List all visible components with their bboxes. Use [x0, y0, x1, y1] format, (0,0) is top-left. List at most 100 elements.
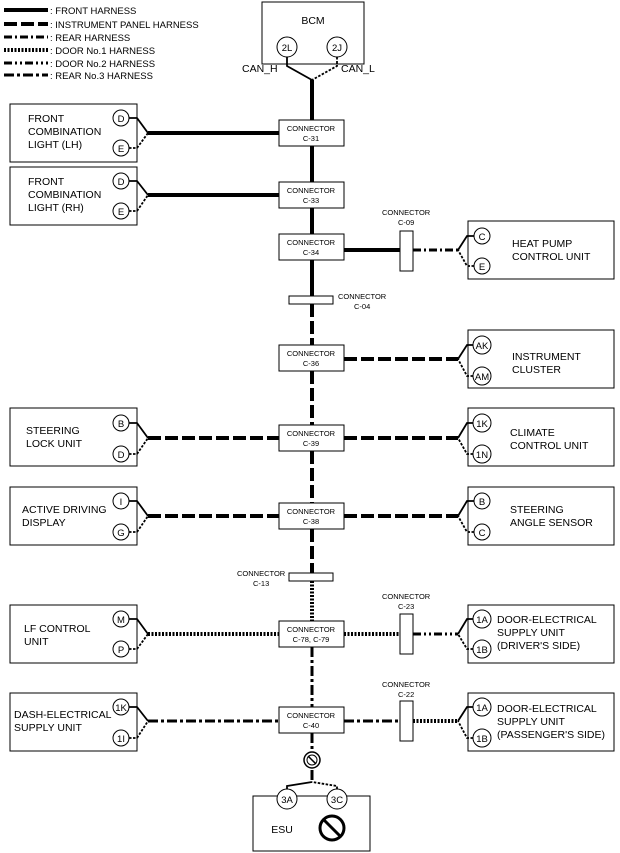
bcm-module: BCM 2L 2J CAN_H CAN_L: [242, 1, 375, 81]
module-door-electrical-supply-unit-driver: DOOR-ELECTRICAL SUPPLY UNIT (DRIVER'S SI…: [344, 604, 615, 664]
twisted-pair-wire: [129, 515, 149, 533]
module-label-line: FRONT: [28, 176, 65, 188]
twisted-pair-wire: [457, 720, 473, 739]
pin-label: M: [117, 615, 125, 626]
module-label-line: COMBINATION: [28, 189, 101, 201]
connector-c33-id: C-33: [303, 196, 319, 205]
module-lf-control-unit: LF CONTROL UNIT M P: [9, 604, 279, 664]
pin-label: 1B: [476, 734, 488, 745]
can-l-wire: [311, 57, 338, 81]
twisted-pair-wire: [457, 500, 474, 517]
can-h-wire: [286, 57, 313, 81]
module-label-line: ACTIVE DRIVING: [22, 504, 107, 516]
connector-c33-title: CONNECTOR: [287, 186, 336, 195]
twisted-pair-wire: [129, 180, 149, 196]
module-label-line: CONTROL UNIT: [512, 251, 591, 263]
connector-c39: CONNECTOR C-39: [278, 424, 345, 452]
connector-c13-title: CONNECTOR: [237, 569, 286, 578]
connector-c04: CONNECTOR C-04: [288, 292, 387, 311]
connector-c31-id: C-31: [303, 134, 319, 143]
connector-c22-id: C-22: [398, 690, 414, 699]
module-active-driving-display: ACTIVE DRIVING DISPLAY I G: [9, 486, 279, 546]
connector-c31: CONNECTOR C-31: [278, 119, 345, 147]
module-label-line: DOOR-ELECTRICAL: [497, 614, 597, 626]
module-label-line: ANGLE SENSOR: [510, 517, 593, 529]
connector-c36-title: CONNECTOR: [287, 349, 336, 358]
bcm-pin-2l-label: 2L: [282, 43, 293, 54]
connector-c09-title: CONNECTOR: [382, 208, 431, 217]
module-label-line: FRONT: [28, 113, 65, 125]
pin-label: 1K: [115, 703, 127, 714]
module-label-line: CONTROL UNIT: [510, 440, 589, 452]
connector-c38-title: CONNECTOR: [287, 507, 336, 516]
connector-c39-title: CONNECTOR: [287, 429, 336, 438]
can-h-label: CAN_H: [242, 63, 278, 75]
esu-box: [252, 795, 371, 852]
pin-label: 1N: [476, 450, 488, 461]
prohibition-icon: [318, 814, 346, 842]
legend-label-instrument-panel-harness: : INSTRUMENT PANEL HARNESS: [50, 20, 199, 31]
module-front-combination-light-lh: FRONT COMBINATION LIGHT (LH) D E: [9, 103, 279, 163]
connector-c39-id: C-39: [303, 439, 319, 448]
connector-c09: CONNECTOR C-09: [382, 208, 431, 272]
twisted-pair-wire: [457, 358, 473, 377]
bcm-label: BCM: [301, 15, 324, 27]
esu-module: 3A 3C ESU: [252, 781, 371, 852]
connector-c40-title: CONNECTOR: [287, 711, 336, 720]
pin-label: I: [120, 497, 123, 508]
pin-label: B: [118, 419, 124, 430]
connector-c13-id: C-13: [253, 579, 269, 588]
pin-label: D: [118, 177, 125, 188]
twisted-pair-wire: [457, 422, 473, 439]
harness-legend: : FRONT HARNESS : INSTRUMENT PANEL HARNE…: [4, 6, 199, 82]
module-label-line: STEERING: [510, 504, 564, 516]
twisted-pair-wire: [457, 437, 473, 455]
module-heat-pump-control-unit: HEAT PUMP CONTROL UNIT C E: [344, 220, 615, 280]
module-dash-electrical-supply-unit: DASH-ELECTRICAL SUPPLY UNIT 1K 1I: [9, 692, 279, 752]
pin-label: 1B: [476, 645, 488, 656]
connector-c78-title: CONNECTOR: [287, 625, 336, 634]
module-label-line: LIGHT (LH): [28, 139, 82, 151]
connector-c23: CONNECTOR C-23: [382, 592, 431, 655]
twisted-pair-wire: [129, 194, 149, 212]
legend-label-door2-harness: : DOOR No.2 HARNESS: [50, 59, 155, 70]
twisted-pair-wire: [457, 618, 473, 635]
connector-c38-id: C-38: [303, 517, 319, 526]
legend-label-front-harness: : FRONT HARNESS: [50, 6, 136, 17]
twisted-pair-wire: [129, 618, 149, 635]
pin-label: 1I: [117, 734, 125, 745]
twisted-pair-wire: [129, 633, 149, 650]
pin-label: C: [479, 232, 486, 243]
can-l-label: CAN_L: [341, 63, 375, 75]
connector-c31-title: CONNECTOR: [287, 124, 336, 133]
connector-c78-c79: CONNECTOR C-78, C-79: [278, 620, 345, 648]
module-label-line: HEAT PUMP: [512, 238, 572, 250]
connector-c36-id: C-36: [303, 359, 319, 368]
pin-label: AM: [475, 372, 489, 383]
module-label-line: SUPPLY UNIT: [497, 716, 565, 728]
module-label-line: UNIT: [24, 636, 49, 648]
twisted-pair-wire: [457, 515, 474, 533]
module-steering-lock-unit: STEERING LOCK UNIT B D: [9, 407, 279, 467]
connector-c22-title: CONNECTOR: [382, 680, 431, 689]
bcm-pin-2j-label: 2J: [332, 43, 342, 54]
twisted-pair-wire: [457, 344, 473, 360]
connector-c38: CONNECTOR C-38: [278, 502, 345, 530]
module-instrument-cluster: INSTRUMENT CLUSTER AK AM: [344, 329, 615, 389]
module-label-line: CLIMATE: [510, 427, 555, 439]
module-label-line: SUPPLY UNIT: [497, 627, 565, 639]
pin-label: AK: [476, 341, 489, 352]
module-label-line: LIGHT (RH): [28, 202, 84, 214]
twisted-pair-wire: [457, 633, 473, 650]
connector-c23-title: CONNECTOR: [382, 592, 431, 601]
bcm-box: [261, 1, 365, 65]
twisted-pair-wire: [129, 117, 149, 134]
pin-label: B: [479, 497, 485, 508]
module-label-line: SUPPLY UNIT: [14, 722, 82, 734]
connector-c78-id: C-78, C-79: [293, 635, 330, 644]
connector-c04-id: C-04: [354, 302, 370, 311]
esu-label: ESU: [271, 824, 293, 836]
module-label-line: LOCK UNIT: [26, 438, 83, 450]
pin-label: D: [118, 114, 125, 125]
